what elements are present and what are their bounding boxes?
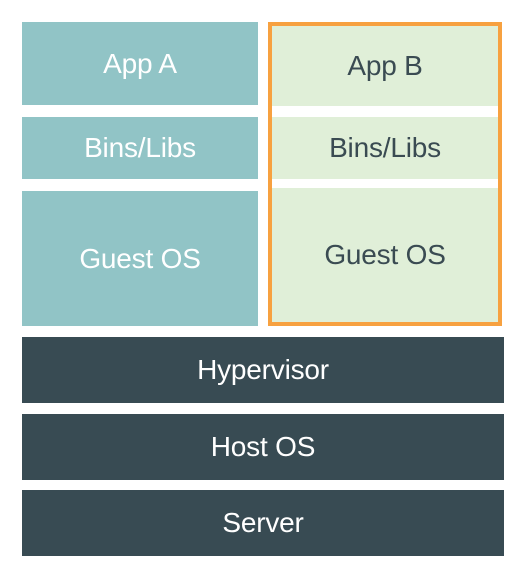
vm-a-bins-label: Bins/Libs (84, 132, 196, 163)
hypervisor-layer: Hypervisor (22, 337, 504, 403)
vm-b-bins-box: Bins/Libs (272, 117, 498, 179)
hypervisor-label: Hypervisor (197, 354, 329, 385)
vm-b-guest-os-box: Guest OS (272, 188, 498, 322)
vm-a-app-label: App A (103, 47, 177, 79)
vm-b-app-box: App B (272, 26, 498, 106)
vm-b-app-label: App B (347, 50, 423, 81)
server-label: Server (222, 507, 304, 538)
host-os-layer: Host OS (22, 414, 504, 480)
vm-a-bins-box: Bins/Libs (22, 117, 258, 179)
vm-a-app-box: App A (22, 22, 258, 105)
vm-b-highlight-border (268, 22, 502, 326)
vm-a-guest-os-label: Guest OS (79, 242, 201, 274)
vm-b-guest-os-label: Guest OS (324, 239, 446, 270)
vm-b-bins-label: Bins/Libs (329, 132, 441, 163)
host-os-label: Host OS (210, 431, 316, 462)
vm-a-guest-os-box: Guest OS (22, 191, 258, 326)
server-layer: Server (22, 490, 504, 556)
